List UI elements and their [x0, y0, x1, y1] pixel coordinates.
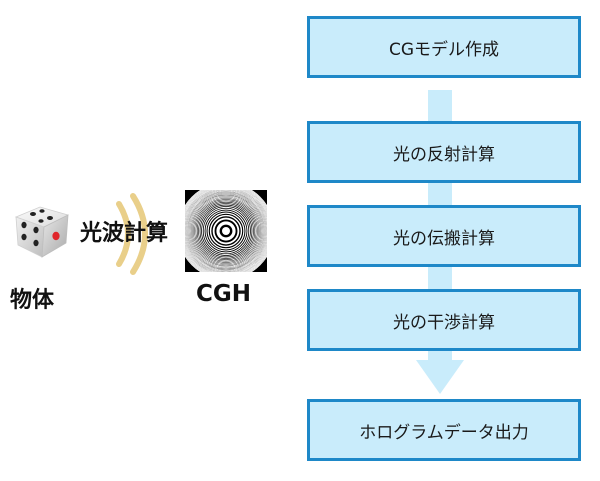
step-label: 光の反射計算 [393, 144, 495, 165]
step-label: CGモデル作成 [388, 39, 500, 60]
fresnel-zone-pattern-icon [185, 190, 267, 272]
step-hologram-output: ホログラムデータ出力 [307, 399, 581, 461]
object-illustration: 光波計算 物体 CGH [10, 190, 267, 313]
dice-icon [14, 206, 70, 258]
step-label: ホログラムデータ出力 [359, 422, 529, 443]
step-propagation: 光の伝搬計算 [307, 205, 581, 267]
cgh-label: CGH [196, 281, 252, 307]
wave-arcs-icon [116, 193, 148, 275]
step-interference: 光の干渉計算 [307, 289, 581, 351]
step-label: 光の干渉計算 [393, 312, 495, 333]
step-label: 光の伝搬計算 [393, 228, 495, 249]
step-cg-model: CGモデル作成 [307, 16, 581, 78]
object-label: 物体 [10, 288, 55, 313]
step-reflection: 光の反射計算 [307, 121, 581, 183]
wave-label: 光波計算 [80, 221, 169, 246]
